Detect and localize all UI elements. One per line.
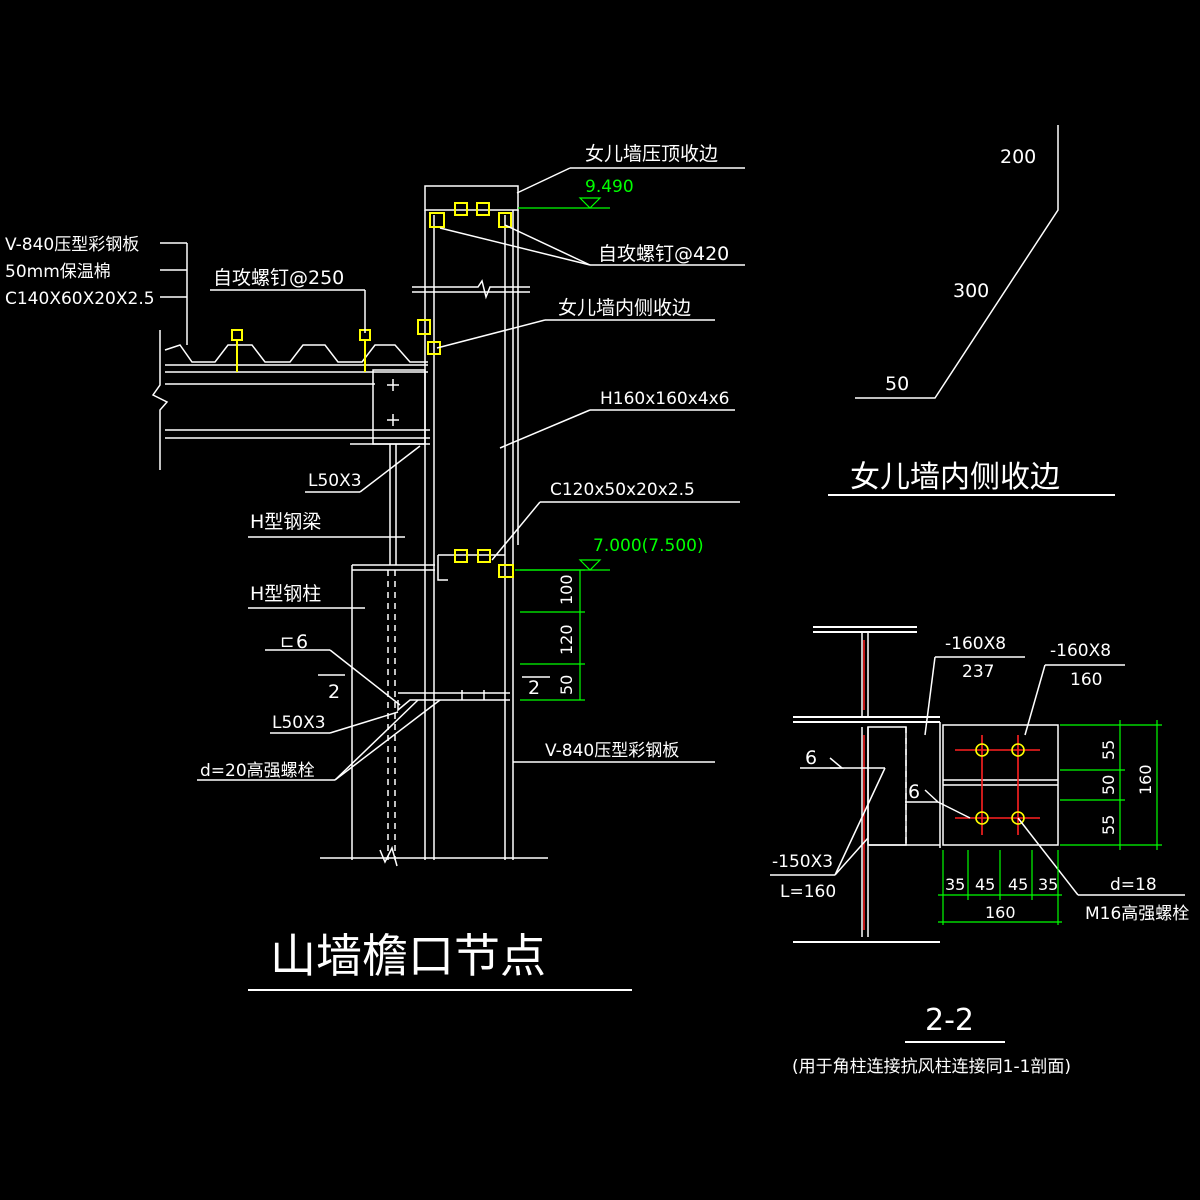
angle-top-label: L50X3	[308, 471, 362, 491]
c-purlin-label: C120x50x20x2.5	[550, 480, 695, 500]
h-beam-label: H型钢梁	[250, 511, 321, 533]
leader	[516, 167, 571, 194]
screw-420-label: 自攻螺钉@420	[598, 243, 729, 265]
purlin-plate	[372, 369, 426, 445]
sec-dim-h-4: 35	[1038, 875, 1058, 894]
main-title: 山墙檐口节点	[270, 929, 546, 983]
elev-mid: 7.000(7.500)	[593, 536, 704, 556]
screw-250-label: 自攻螺钉@250	[213, 267, 344, 289]
section-title: 2-2	[925, 1003, 974, 1038]
plate-left-len: 237	[962, 662, 994, 682]
bolt-group	[955, 735, 1040, 835]
parapet-title: 女儿墙内侧收边	[850, 460, 1060, 495]
insulation-label: 50mm保温棉	[5, 262, 111, 282]
purlin-label: C140X60X20X2.5	[5, 289, 155, 309]
roof-panel-label: V-840压型彩钢板	[5, 235, 139, 255]
break-line	[412, 279, 530, 300]
sec-dim-v-total: 160	[1136, 764, 1155, 795]
plate-left	[867, 726, 907, 846]
c-purlin	[437, 554, 505, 581]
break-line	[151, 330, 169, 470]
sec-dim-h-total: 160	[985, 903, 1016, 922]
parapet-dim-50: 50	[885, 373, 909, 395]
stiffener-len: L=160	[780, 882, 836, 902]
stiffener-label: -150X3	[772, 852, 833, 872]
roof-panel	[164, 344, 428, 363]
section-note: (用于角柱连接抗风柱连接同1-1剖面)	[792, 1057, 1071, 1077]
sec-dim-v-3: 55	[1099, 815, 1118, 835]
angle-bottom	[397, 692, 510, 712]
dim-v-3: 50	[557, 675, 576, 695]
leader	[439, 227, 591, 266]
screw-fasteners	[231, 202, 514, 578]
parapet-cap	[424, 185, 519, 211]
sec-dim-v-2: 50	[1099, 775, 1118, 795]
bolt-spec-label: M16高强螺栓	[1085, 904, 1189, 924]
sec-dim-v-1: 55	[1099, 740, 1118, 760]
section-2-2: -160X8 237 -160X8 160 6 6 -150X3 L=160 d…	[770, 626, 1189, 1077]
weld-size-label: 6	[296, 631, 308, 653]
plate-right-len: 160	[1070, 670, 1102, 690]
parapet-inner-label: 女儿墙内侧收边	[558, 297, 691, 319]
parapet-flashing	[855, 125, 1059, 399]
h-col-label: H型钢柱	[250, 583, 321, 605]
parapet-dim-200: 200	[1000, 146, 1036, 168]
main-node: 女儿墙压顶收边 9.490 自攻螺钉@420 V-840压型彩钢板 50mm保温…	[5, 143, 745, 991]
dim-v-1: 100	[557, 574, 576, 605]
weld-a-label: 6	[805, 747, 817, 769]
h-col-small-label: H160x160x4x6	[600, 389, 730, 409]
sec-dim-h-2: 45	[975, 875, 995, 894]
plate-right-label: -160X8	[1050, 641, 1111, 661]
parapet-dim-300: 300	[953, 280, 989, 302]
weld-c-mark: ⊏	[280, 632, 294, 652]
break-line	[379, 845, 398, 867]
parapet-cap-label: 女儿墙压顶收边	[585, 143, 718, 165]
bolt-d-label: d=18	[1110, 875, 1157, 895]
weld-sub-label: 2	[328, 681, 340, 703]
dim-v-2: 120	[557, 624, 576, 655]
sec-dim-h-3: 45	[1008, 875, 1028, 894]
elev-top: 9.490	[585, 177, 634, 197]
weld-b-label: 6	[908, 781, 920, 803]
wall-panel-label: V-840压型彩钢板	[545, 741, 679, 761]
weld-sub-right-label: 2	[528, 677, 540, 699]
angle-bottom-label: L50X3	[272, 713, 326, 733]
bolt-hs-label: d=20高强螺栓	[200, 761, 315, 781]
parapet-detail: 200 300 50 女儿墙内侧收边	[828, 125, 1115, 496]
sec-dim-h-1: 35	[945, 875, 965, 894]
plate-left-label: -160X8	[945, 634, 1006, 654]
